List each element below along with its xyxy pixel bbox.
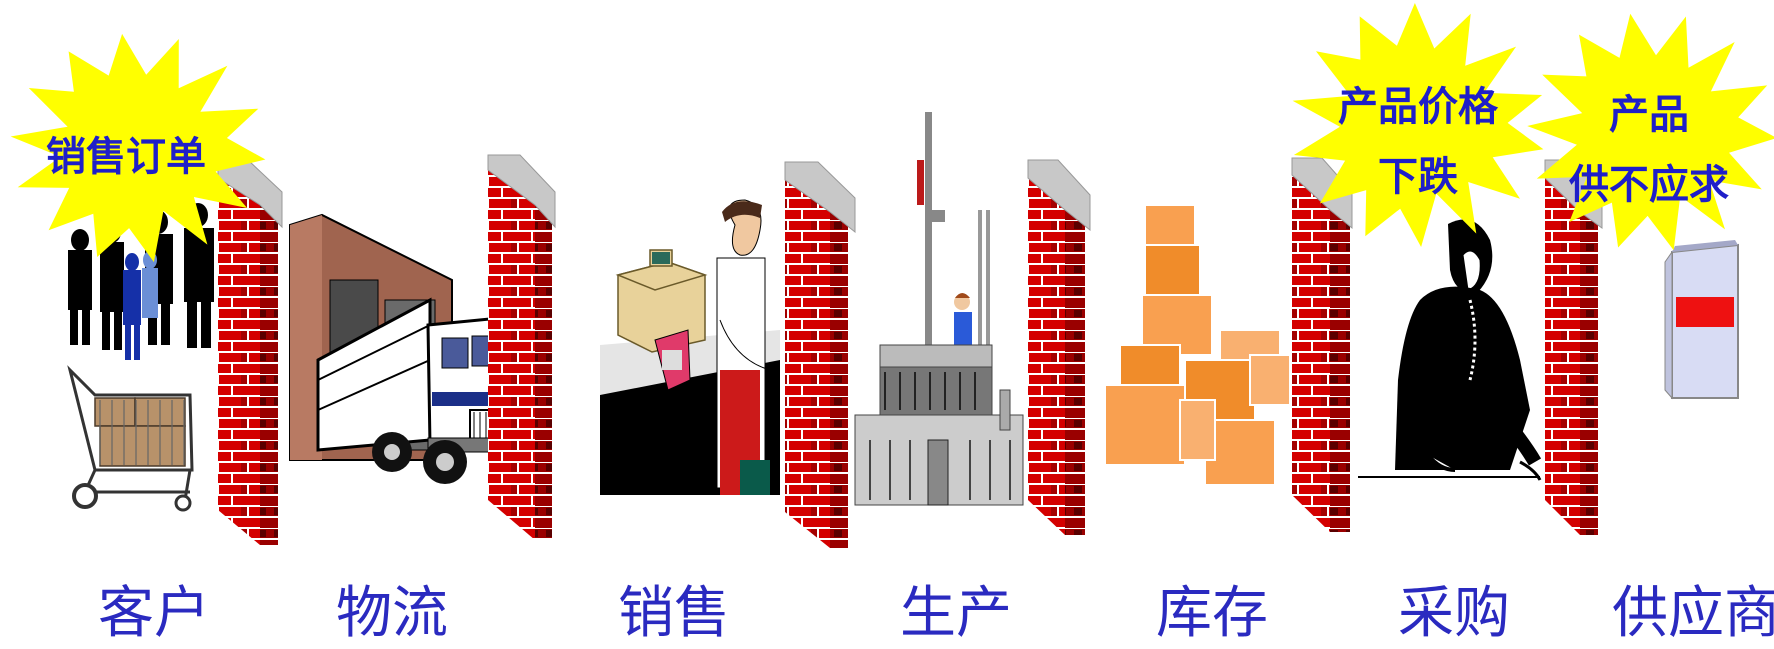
burst-shortage-text: 产品 供不应求 [1555, 80, 1743, 220]
burst-line: 产品价格 [1338, 84, 1498, 130]
starburst-1 [1292, 3, 1544, 247]
burst-price-drop-text: 产品价格 下跌 [1328, 72, 1508, 212]
logistics-illustration [289, 213, 510, 484]
inventory-illustration [1104, 204, 1291, 486]
burst-line: 产品 [1609, 92, 1689, 138]
supply-chain-illustration [10, 3, 1774, 548]
stage-label-logistics: 物流 [336, 581, 448, 646]
brick-wall [487, 154, 556, 540]
brick-walls [217, 154, 1603, 548]
burst-line: 销售订单 [46, 134, 206, 180]
supplier-illustration [1664, 240, 1739, 400]
starburst-0 [10, 33, 266, 263]
stage-label-sales: 销售 [618, 581, 730, 646]
starbursts [10, 3, 1774, 263]
brick-wall [1027, 159, 1091, 535]
burst-line: 供不应求 [1569, 162, 1729, 208]
brick-wall [784, 161, 856, 548]
stage-label-supplier: 供应商 [1612, 581, 1774, 646]
sales-illustration [600, 199, 780, 495]
burst-sales-order-text: 销售订单 [46, 132, 206, 182]
stage-label-inventory: 库存 [1156, 581, 1268, 646]
customers-illustration [67, 203, 214, 512]
stage-label-production: 生产 [900, 581, 1012, 646]
purchasing-illustration [1358, 219, 1542, 481]
starburst-2 [1527, 13, 1774, 251]
production-illustration [854, 112, 1024, 506]
brick-wall [217, 159, 283, 545]
stage-label-customer: 客户 [98, 581, 210, 646]
stage-label-purchasing: 采购 [1398, 581, 1510, 646]
brick-wall [1291, 157, 1353, 532]
burst-line: 下跌 [1378, 154, 1458, 200]
